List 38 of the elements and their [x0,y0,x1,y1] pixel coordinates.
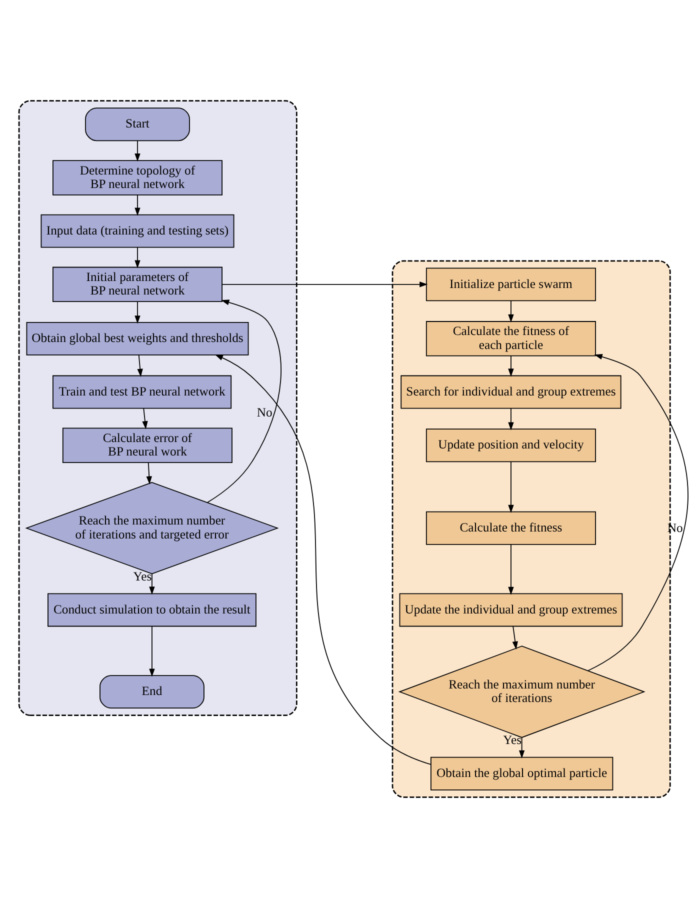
arrow [149,626,155,677]
node-box: End [100,675,204,709]
node-box: Input data (training and testing sets) [40,214,234,248]
node-box: Update the individual and group extremes [399,593,623,627]
arrow [134,140,140,162]
node-box: Conduct simulation to obtain the result [48,593,256,627]
arrow [134,246,140,268]
node-box: Obtain global best weights and thresholds [26,322,249,356]
node-box: Initial parameters of BP neural network [52,266,222,302]
arrow [137,354,143,378]
arrow [134,194,140,216]
arrow [149,574,155,595]
node-box: Update position and velocity [426,428,596,462]
node-box: Determine topology of BP neural network [52,160,222,196]
arrow [222,282,428,288]
node-box: Obtain the global optimal particle [430,756,614,790]
node-box: Calculate the fitness of each particle [426,321,596,356]
edge-label: No [256,405,272,420]
arrow [134,301,140,324]
node-box: Search for individual and group extremes [400,375,622,409]
node-box: Initialize particle swarm [426,268,596,302]
arrow [518,737,525,758]
node-box: Calculate error of BP neural work [62,428,232,464]
arrow [508,461,514,514]
arrow [512,626,518,650]
arrow [508,355,514,377]
arrow [206,300,282,503]
arrow [588,354,688,672]
node-box: Start [85,108,190,142]
arrow [142,408,148,430]
arrow [214,354,432,765]
arrow [508,408,514,430]
arrow [146,462,152,484]
node-box: Calculate the fitness [426,511,596,545]
cluster [18,100,298,716]
node-box: Train and test BP neural network [52,375,232,409]
arrow [508,544,514,596]
arrow [508,300,514,323]
